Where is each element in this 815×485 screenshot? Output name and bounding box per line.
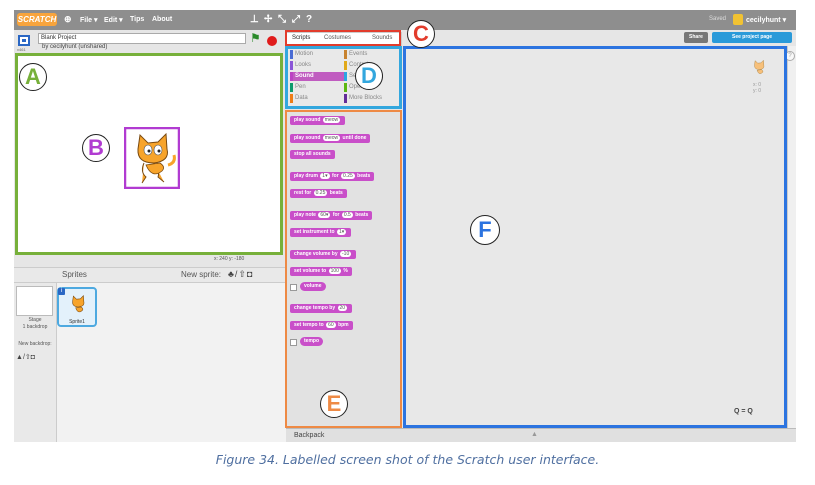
annotation-box-c — [285, 30, 401, 46]
annotation-label-f: F — [470, 215, 500, 245]
scratch-logo[interactable]: SCRATCH — [17, 13, 57, 26]
annotation-label-a: A — [19, 63, 47, 91]
delete-icon[interactable]: ✢ — [264, 14, 273, 25]
user-menu[interactable]: cecilyhunt ▾ — [746, 17, 787, 24]
menu-bar: SCRATCH ⊕ File ▾ Edit ▾ Tips About ⊥ ✢ ⤡… — [14, 10, 796, 30]
category-sound[interactable]: Sound — [290, 72, 345, 81]
tab-sounds[interactable]: Sounds — [372, 35, 393, 41]
sprite-xy-readout: x: 0 y: 0 — [753, 82, 762, 94]
current-sprite-icon — [754, 59, 765, 74]
backdrop-library-icon: ▲ — [16, 354, 23, 361]
project-title-input[interactable]: Blank Project — [38, 33, 246, 44]
upload-sprite-icon: ⇧ — [238, 269, 247, 279]
scripts-area[interactable] — [403, 46, 787, 428]
new-sprite-tools[interactable]: ♣/⇧◘ — [228, 269, 253, 280]
new-backdrop-label: New backdrop: — [18, 341, 52, 347]
stage-thumbnail[interactable] — [16, 286, 53, 316]
annotation-box-d — [285, 46, 402, 109]
globe-icon[interactable]: ⊕ — [64, 14, 72, 24]
menu-about[interactable]: About — [152, 16, 173, 23]
category-motion[interactable]: Motion — [290, 50, 313, 59]
sprites-title: Sprites — [62, 270, 87, 279]
menu-tips[interactable]: Tips — [130, 16, 145, 23]
scratch-window: SCRATCH ⊕ File ▾ Edit ▾ Tips About ⊥ ✢ ⤡… — [14, 10, 796, 442]
category-more-blocks[interactable]: More Blocks — [344, 94, 382, 103]
see-project-page-button[interactable]: See project page — [712, 32, 792, 43]
stage-column: Stage 1 backdrop New backdrop: ▲/⇧◘ — [14, 283, 57, 442]
category-events[interactable]: Events — [344, 50, 367, 59]
tab-scripts[interactable]: Scripts — [292, 35, 311, 41]
new-backdrop-tools[interactable]: ▲/⇧◘ — [16, 354, 35, 361]
help-icon[interactable]: ? — [306, 14, 313, 25]
presentation-mode-icon[interactable] — [18, 35, 30, 46]
version-label: v461 — [17, 47, 26, 52]
category-pen[interactable]: Pen — [290, 83, 306, 92]
block-tempo-reporter[interactable]: tempo — [300, 337, 323, 346]
info-icon[interactable]: i — [58, 288, 65, 295]
block-stop-all-sounds[interactable]: stop all sounds — [290, 150, 335, 159]
volume-checkbox[interactable] — [290, 284, 297, 291]
cat-thumbnail-icon — [72, 295, 85, 313]
zoom-controls[interactable]: Q = Q — [734, 408, 753, 415]
annotation-box-e — [285, 110, 402, 428]
project-header: v461 Blank Project by cecilyhunt (unshar… — [14, 30, 286, 54]
block-play-drum[interactable]: play drum 1▾ for 0.25 beats — [290, 172, 375, 181]
annotation-label-d: D — [355, 62, 383, 90]
backdrop-count: 1 backdrop — [22, 324, 48, 330]
stage-label: Stage — [28, 317, 42, 323]
block-rest-for[interactable]: rest for 0.25 beats — [290, 189, 347, 198]
block-volume-reporter[interactable]: volume — [300, 282, 326, 291]
paint-sprite-icon: / — [234, 269, 239, 279]
block-set-volume[interactable]: set volume to 100 % — [290, 267, 352, 276]
block-set-tempo[interactable]: set tempo to 60 bpm — [290, 321, 353, 330]
block-palette: play sound meow play sound meow until do… — [286, 110, 402, 428]
stop-icon[interactable] — [267, 36, 277, 46]
sprite-tile[interactable]: i Sprite1 — [57, 287, 97, 327]
camera-backdrop-icon: ◘ — [30, 354, 35, 361]
duplicate-icon[interactable]: ⊥ — [250, 14, 259, 25]
shrink-icon[interactable]: ⤢ — [292, 14, 300, 25]
scripts-scrollbar[interactable] — [787, 46, 796, 428]
block-set-instrument[interactable]: set instrument to 1▾ — [290, 228, 352, 237]
block-change-tempo[interactable]: change tempo by 20 — [290, 304, 353, 313]
mouse-coordinates: x: 240 y: -180 — [214, 256, 245, 262]
tab-costumes[interactable]: Costumes — [324, 35, 352, 41]
annotation-box-a — [15, 53, 283, 255]
annotation-label-e: E — [320, 390, 348, 418]
tempo-checkbox[interactable] — [290, 339, 297, 346]
block-play-note[interactable]: play note 60▾ for 0.5 beats — [290, 211, 373, 220]
saved-status: Saved — [709, 16, 727, 22]
project-byline: by cecilyhunt (unshared) — [42, 44, 108, 50]
sprite-library-icon: ♣ — [228, 269, 235, 279]
expand-arrow-icon[interactable]: ▲ — [531, 431, 538, 438]
stage[interactable] — [15, 53, 283, 255]
block-play-sound[interactable]: play sound meow — [290, 116, 346, 125]
upload-backdrop-icon: ⇧ — [24, 354, 31, 361]
backpack-label: Backpack — [294, 432, 325, 439]
annotation-box-f — [403, 46, 787, 428]
share-button[interactable]: Share — [684, 32, 708, 43]
backpack[interactable]: Backpack ▲ — [286, 428, 796, 442]
green-flag-icon[interactable]: ⚑ — [250, 31, 261, 45]
camera-sprite-icon: ◘ — [246, 269, 254, 279]
annotation-label-b: B — [82, 134, 110, 162]
grow-icon[interactable]: ⤡ — [278, 14, 286, 25]
cat-sprite-icon[interactable] — [124, 127, 180, 189]
menu-file[interactable]: File ▾ — [80, 17, 98, 24]
new-sprite-label: New sprite: — [181, 270, 222, 279]
category-looks[interactable]: Looks — [290, 61, 311, 70]
menu-edit[interactable]: Edit ▾ — [104, 17, 123, 24]
figure-caption: Figure 34. Labelled screen shot of the S… — [215, 452, 600, 467]
sprites-header: Sprites New sprite: ♣/⇧◘ — [14, 268, 286, 283]
annotation-label-c: C — [407, 20, 435, 48]
user-folder-icon[interactable] — [733, 14, 743, 25]
sprite-name: Sprite1 — [69, 319, 85, 325]
sprites-panel: Sprites New sprite: ♣/⇧◘ Stage 1 backdro… — [14, 267, 286, 442]
block-play-sound-until-done[interactable]: play sound meow until done — [290, 134, 371, 143]
block-change-volume[interactable]: change volume by -10 — [290, 250, 357, 259]
category-data[interactable]: Data — [290, 94, 308, 103]
